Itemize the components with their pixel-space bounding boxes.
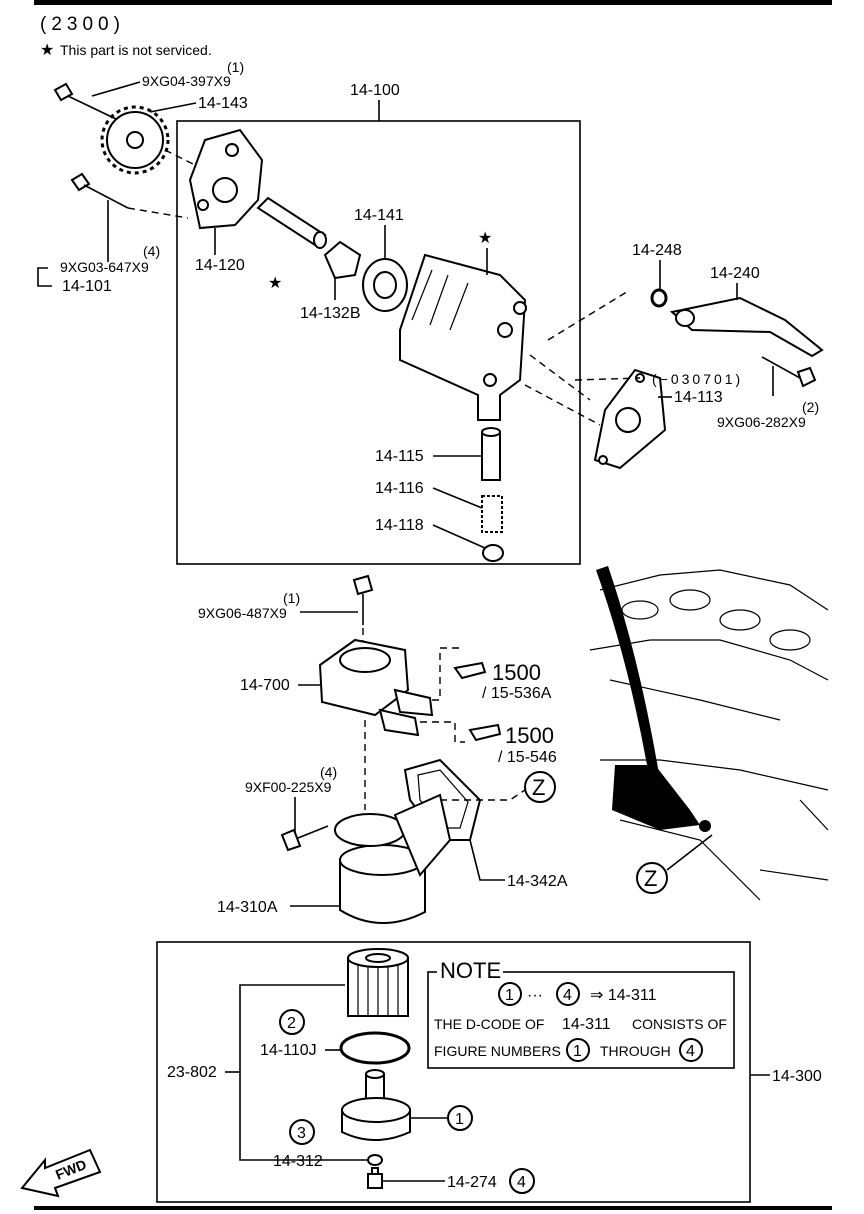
bolt-left-icon [70, 172, 129, 209]
label-14-248: 14-248 [632, 242, 682, 259]
bolt-right-icon [761, 356, 817, 388]
label-bolt-right-qty: (2) [802, 399, 819, 415]
label-14-100: 14-100 [350, 82, 400, 99]
note-title: NOTE [440, 958, 501, 983]
note-line2c: CONSISTS OF [632, 1016, 727, 1032]
bolt-top-icon [53, 82, 119, 121]
tensioner-arm-icon [669, 296, 824, 358]
label-bolt-right: 9XG06-282X9 [717, 414, 806, 430]
note-dots: ··· [527, 987, 543, 1004]
pointing-hand-icon-2 [468, 723, 502, 742]
snap-ring-icon [650, 288, 668, 308]
label-14-115: 14-115 [375, 448, 424, 465]
gasket-icon [593, 368, 667, 470]
sprocket-icon [100, 105, 170, 175]
shaft-icon [256, 196, 327, 249]
header-note: This part is not serviced. [60, 42, 212, 58]
filter-element-icon [347, 948, 409, 1017]
label-14-143: 14-143 [198, 95, 248, 112]
label-14-274: 14-274 [447, 1174, 497, 1191]
label-chain-guide-bolt: 9XG03-647X9 [60, 259, 149, 275]
oil-cooler-icon [318, 638, 434, 737]
note-line2a: THE D-CODE OF [434, 1016, 544, 1032]
drain-bolt-icon [367, 1167, 383, 1189]
label-14-700: 14-700 [240, 677, 290, 694]
note-line3c: THROUGH [600, 1043, 671, 1059]
base-bolt-icon [280, 825, 329, 852]
fig-4: 4 [517, 1174, 526, 1191]
ref1-num: 1500 [492, 660, 541, 685]
star-symbol: ★ [40, 42, 54, 59]
label-base-bolt-qty: (4) [320, 764, 337, 780]
label-14-141: 14-141 [354, 207, 404, 224]
note-line3a: FIGURE NUMBERS [434, 1043, 561, 1059]
note-line2b: 14-311 [562, 1016, 611, 1033]
label-14-312: 14-312 [273, 1153, 323, 1170]
note-panel [427, 971, 735, 1069]
inner-rotor-icon [323, 240, 362, 280]
spring-icon [481, 495, 503, 533]
label-gasket-date: (−030701) [652, 371, 743, 387]
header-code: (2300) [40, 14, 125, 35]
filter-base-icon [334, 793, 452, 924]
z-text-b: Z [644, 866, 657, 891]
filter-oring-icon [339, 1031, 411, 1065]
label-14-101: 14-101 [62, 278, 112, 295]
oil-filter-box [156, 941, 751, 1203]
z-callout-b [636, 862, 668, 894]
label-14-120: 14-120 [195, 257, 245, 274]
note-c4: 4 [563, 987, 572, 1004]
outer-rotor-icon [362, 258, 408, 312]
label-chain-guide-qty: (4) [143, 243, 160, 259]
top-border [34, 0, 832, 5]
label-cooler-bolt: 9XG06-487X9 [198, 605, 287, 621]
label-14-342A: 14-342A [507, 873, 568, 890]
ref1-sub: / 15-536A [482, 685, 552, 702]
cooler-bolt-icon [352, 574, 374, 625]
z-text-a: Z [532, 775, 545, 800]
note-c1: 1 [505, 987, 514, 1004]
star-a: ★ [268, 275, 282, 292]
label-14-240: 14-240 [710, 265, 760, 282]
fwd-arrow-icon [20, 1148, 102, 1198]
z-callout-a [524, 771, 556, 803]
label-bolt-top-qty: (1) [227, 59, 244, 75]
ref2-sub: / 15-546 [498, 749, 557, 766]
label-bolt-top: 9XG04-397X9 [142, 73, 231, 89]
label-14-116: 14-116 [375, 480, 424, 497]
label-23-802: 23-802 [167, 1064, 217, 1081]
fig-1: 1 [455, 1111, 464, 1128]
note-line3d: 4 [686, 1043, 695, 1060]
bottom-border [34, 1206, 832, 1210]
plunger-icon [481, 427, 501, 481]
label-14-300: 14-300 [772, 1068, 822, 1085]
label-14-118: 14-118 [375, 517, 424, 534]
plug-icon [482, 544, 504, 562]
label-14-132B: 14-132B [300, 305, 361, 322]
pointing-hand-icon [453, 661, 487, 680]
pump-body-icon [399, 253, 527, 421]
label-base-bolt: 9XF00-225X9 [245, 779, 332, 795]
star-b: ★ [478, 230, 492, 247]
note-arrow: ⇒ 14-311 [590, 987, 657, 1004]
label-cooler-bolt-qty: (1) [283, 590, 300, 606]
engine-block-icon [589, 566, 829, 901]
label-14-110J: 14-110J [260, 1042, 317, 1059]
label-14-113: 14-113 [674, 389, 723, 406]
small-oring-icon [367, 1154, 383, 1166]
label-14-310A: 14-310A [217, 899, 278, 916]
fig-3: 3 [297, 1125, 306, 1142]
note-line3b: 1 [573, 1043, 582, 1060]
filter-cap-icon [341, 1069, 411, 1141]
pump-plate-icon [188, 128, 264, 230]
fig-2: 2 [287, 1015, 296, 1032]
ref2-num: 1500 [505, 723, 554, 748]
